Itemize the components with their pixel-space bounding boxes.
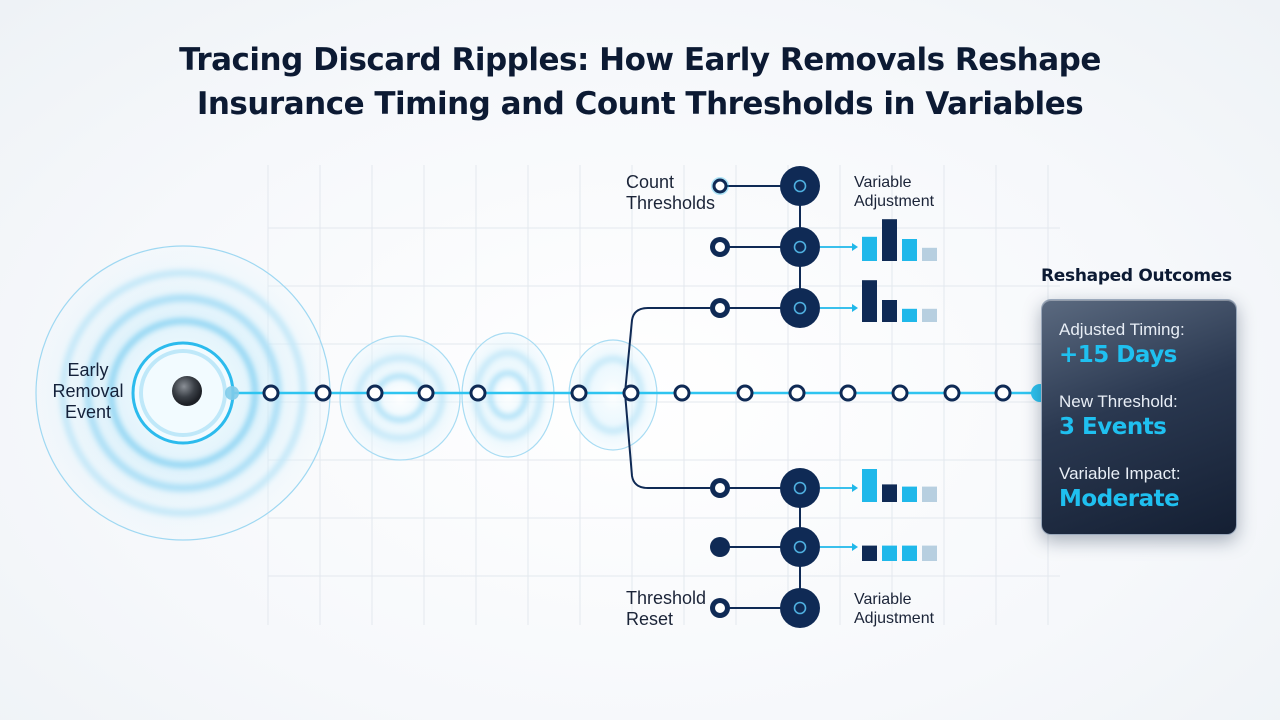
- adjustment-bar: [902, 545, 917, 561]
- timeline-node: [570, 384, 588, 402]
- timeline-node: [994, 384, 1012, 402]
- ripple-wave-1: [339, 335, 461, 461]
- timeline-node: [673, 384, 691, 402]
- left-node-inner: [715, 603, 725, 613]
- adjustment-bar: [902, 486, 917, 502]
- adjustment-bar: [862, 469, 877, 502]
- threshold-reset-label: Threshold Reset: [626, 588, 706, 630]
- removal-event-core: [172, 376, 202, 406]
- adjustment-bar: [902, 308, 917, 322]
- metric-value: Moderate: [1059, 486, 1180, 512]
- timeline-node: [417, 384, 435, 402]
- adjustment-bar: [862, 236, 877, 261]
- var-top-line-1: Variable: [854, 174, 912, 191]
- early-label-line-3: Event: [64, 402, 112, 422]
- adjustment-bar: [882, 484, 897, 502]
- timeline-node: [839, 384, 857, 402]
- var-top-line-2: Adjustment: [854, 193, 935, 210]
- timeline-node: [788, 384, 806, 402]
- timeline-node: [366, 384, 384, 402]
- arrow-head: [852, 243, 858, 251]
- metric-variable-impact: Variable Impact: Moderate: [1059, 464, 1181, 514]
- adjustment-bar: [882, 545, 897, 561]
- timeline: [225, 384, 1049, 402]
- count-label-line-2: Thresholds: [626, 193, 716, 213]
- adjustment-bar: [862, 280, 877, 322]
- hub-node: [780, 288, 820, 328]
- early-label-line-1: Early: [67, 360, 109, 380]
- adjustment-bar: [902, 239, 917, 261]
- metric-label: New Threshold:: [1059, 392, 1178, 411]
- hub-node-ring: [793, 481, 807, 495]
- hub-node: [780, 166, 820, 206]
- early-label-line-2: Removal: [52, 381, 124, 401]
- upper-row-1: [710, 219, 937, 267]
- left-node-inner: [715, 483, 725, 493]
- metric-new-threshold: New Threshold: 3 Events: [1059, 392, 1178, 442]
- arrow-head: [852, 543, 858, 551]
- hub-node: [780, 227, 820, 267]
- arrow-head: [852, 484, 858, 492]
- timeline-node: [622, 384, 640, 402]
- adjustment-bar: [922, 247, 937, 261]
- left-node-inner: [715, 303, 725, 313]
- timeline-node: [262, 384, 280, 402]
- var-bottom-line-2: Adjustment: [854, 610, 935, 627]
- reshaped-outcomes-title: Reshaped Outcomes: [1041, 266, 1232, 286]
- variable-adjustment-label-top: Variable Adjustment: [854, 173, 934, 211]
- variable-adjustment-label-bottom: Variable Adjustment: [854, 590, 934, 628]
- hub-node-ring: [793, 240, 807, 254]
- metric-adjusted-timing: Adjusted Timing: +15 Days: [1059, 320, 1185, 370]
- left-node: [712, 178, 728, 194]
- hub-node-ring: [793, 540, 807, 554]
- hub-node-ring: [793, 301, 807, 315]
- metric-value: 3 Events: [1059, 414, 1167, 440]
- metric-label: Adjusted Timing:: [1059, 320, 1185, 339]
- reset-label-line-1: Threshold: [626, 588, 707, 608]
- hub-node-ring: [793, 601, 807, 615]
- early-removal-ripple: [35, 245, 331, 541]
- adjustment-bar: [882, 219, 897, 261]
- timeline-node: [736, 384, 754, 402]
- hub-node: [780, 468, 820, 508]
- var-bottom-line-1: Variable: [854, 591, 912, 608]
- count-thresholds-label: Count Thresholds: [626, 172, 715, 214]
- hub-node: [780, 527, 820, 567]
- left-node-inner: [715, 242, 725, 252]
- adjustment-bar: [922, 486, 937, 502]
- arrow-head: [852, 304, 858, 312]
- metric-value: +15 Days: [1059, 342, 1177, 368]
- timeline-node: [469, 384, 487, 402]
- lower-row-1: [710, 527, 937, 567]
- timeline-nodes: [262, 384, 1012, 402]
- count-label-line-1: Count: [626, 172, 675, 192]
- adjustment-bar: [862, 545, 877, 561]
- metric-label: Variable Impact:: [1059, 464, 1181, 483]
- left-node: [710, 537, 730, 557]
- timeline-node: [314, 384, 332, 402]
- upper-row-2: [710, 280, 937, 328]
- title-line-2: Insurance Timing and Count Thresholds in…: [196, 86, 1084, 122]
- adjustment-bar: [922, 308, 937, 322]
- hub-node-ring: [793, 179, 807, 193]
- title-line-1: Tracing Discard Ripples: How Early Remov…: [179, 42, 1101, 78]
- outcomes-panel: Adjusted Timing: +15 Days New Threshold:…: [1041, 299, 1237, 535]
- lower-row-0: [710, 468, 937, 508]
- upper-row-0: [711, 166, 820, 206]
- early-removal-label: Early Removal Event: [40, 360, 136, 423]
- page-title: Tracing Discard Ripples: How Early Remov…: [0, 38, 1280, 126]
- lower-row-2: [710, 588, 820, 628]
- timeline-node: [943, 384, 961, 402]
- reset-label-line-2: Reset: [626, 609, 674, 629]
- adjustment-bar: [922, 545, 937, 561]
- branch-rows: [710, 166, 937, 628]
- timeline-node: [891, 384, 909, 402]
- adjustment-bar: [882, 300, 897, 322]
- hub-node: [780, 588, 820, 628]
